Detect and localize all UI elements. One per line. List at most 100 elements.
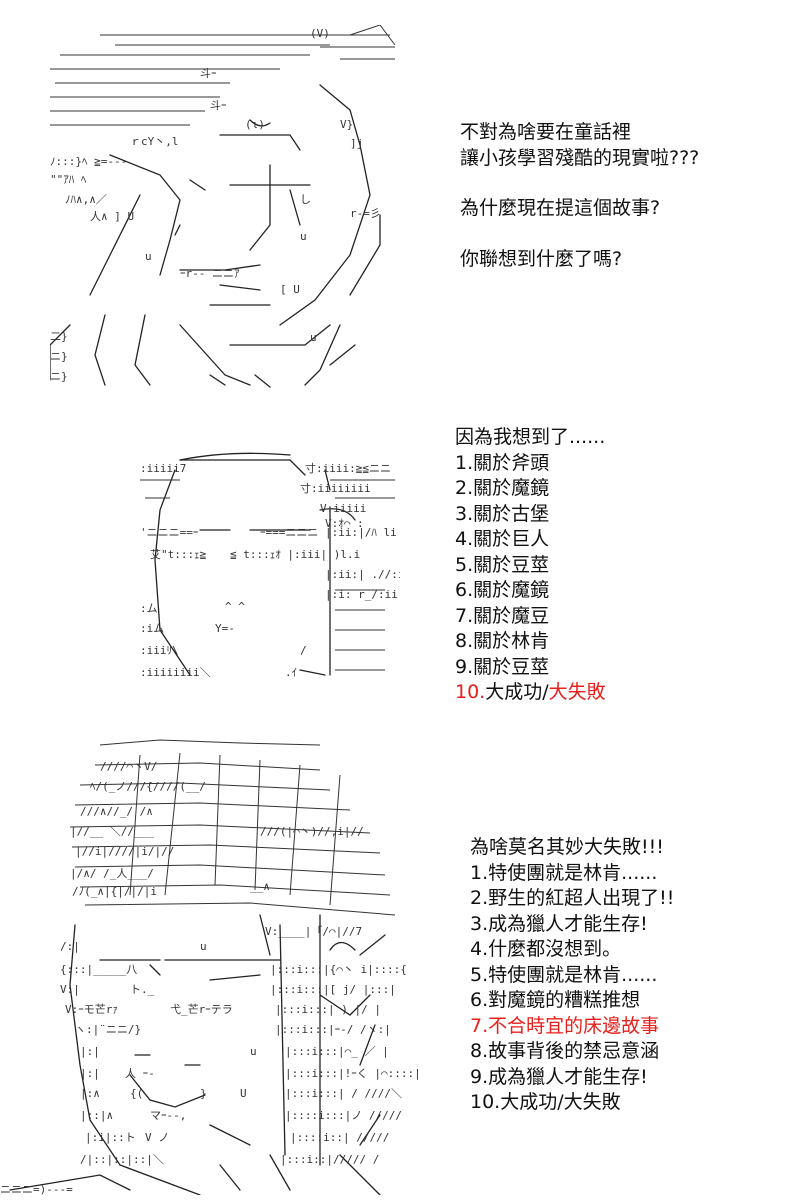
svg-text:ヽ:|¨ニニ/}: ヽ:|¨ニニ/}	[75, 1023, 141, 1036]
panel-2-item-10: 10.大成功/大失敗	[455, 680, 606, 706]
panel-2-item-4: 4.關於巨人	[455, 528, 550, 550]
panel-2: :iiiii7 寸:iiii:≧≦ニニ 寸:iiiiiiii V:iiiii V…	[0, 400, 800, 720]
svg-text:ト._: ト._	[130, 983, 155, 996]
svg-text:r‐=彡: r‐=彡	[350, 207, 381, 220]
svg-text:u: u	[250, 1045, 257, 1058]
svg-text:二}: 二}	[50, 330, 68, 343]
svg-text:|::|∧: |::|∧	[80, 1109, 113, 1122]
panel-1-line-1: 不對為啥要在童話裡	[460, 121, 632, 143]
svg-text:////⌒丶V/: ////⌒丶V/	[100, 760, 157, 773]
svg-text:ニ}: ニ}	[50, 350, 68, 363]
svg-text:^ ^: ^ ^	[225, 600, 245, 613]
spacer	[460, 171, 699, 196]
svg-text:ニ}: ニ}	[50, 370, 68, 383]
svg-text:|:|: |:|	[80, 1067, 100, 1080]
panel-3-item-5: 5.特使團就是林肯......	[470, 963, 658, 986]
panel-2-item-1: 1.關於斧頭	[455, 451, 550, 474]
panel-1: (V) 斗ｰ 斗ｰ (ι) V} ]j ｒcY丶,l ﾉ:::}ﾍ ≧=--- …	[0, 0, 800, 400]
svg-text:V ノ: V ノ	[145, 1131, 169, 1144]
svg-text:}: }	[200, 1087, 207, 1100]
svg-text:|//i|////|i/|//: |//i|////|i/|//	[75, 845, 174, 858]
svg-text::iiiiiiii＼: :iiiiiiii＼	[140, 666, 211, 679]
svg-text:u: u	[200, 940, 207, 953]
svg-text:マｰ--,: マｰ--,	[150, 1109, 186, 1122]
svg-text:V:ｵ⌒ :: V:ｵ⌒ :	[325, 517, 364, 530]
panel-3-item-7: 7.不合時宜的床邊故事	[470, 1014, 660, 1037]
panel-3-item-10: 10.大成功/大失敗	[470, 1091, 621, 1113]
panel-3-text: 為啥莫名其妙大失敗!!! 1.特使團就是林肯...... 2.野生的紅超人出現了…	[470, 835, 674, 1116]
ascii-art-smiling-face: :iiiii7 寸:iiii:≧≦ニニ 寸:iiiiiiii V:iiiii V…	[140, 450, 400, 685]
svg-text:ﾉﾊ∧,∧／: ﾉﾊ∧,∧／	[65, 193, 107, 206]
svg-text:ニニニ=)---=: ニニニ=)---=	[0, 1183, 73, 1195]
panel-3-title: 為啥莫名其妙大失敗!!!	[470, 836, 664, 858]
panel-2-item-2: 2.關於魔鏡	[455, 477, 550, 499]
svg-text:ﾉ:::}ﾍ ≧=---: ﾉ:::}ﾍ ≧=---	[50, 155, 127, 168]
svg-text:弋_芒rｰテラ: 弋_芒rｰテラ	[170, 1003, 233, 1016]
panel-3-item-6: 6.對魔鏡的糟糕推想	[470, 989, 641, 1011]
svg-text:斗ｰ: 斗ｰ	[200, 67, 217, 80]
panel-2-item-10-number: 10.	[455, 681, 486, 703]
spacer	[460, 222, 699, 247]
svg-text:≦ t:::ｪｵ |:iii| )l.i: ≦ t:::ｪｵ |:iii| )l.i	[230, 548, 360, 561]
svg-text:|:i|::ト: |:i|::ト	[85, 1131, 136, 1144]
svg-text:///∧//_/ /∧: ///∧//_/ /∧	[80, 805, 153, 818]
panel-1-line-2: 讓小孩學習殘酷的現實啦???	[460, 146, 700, 169]
svg-text:艾"t:::ｪ≧: 艾"t:::ｪ≧	[150, 548, 207, 561]
panel-3-item-3: 3.成為獵人才能生存!	[470, 912, 648, 935]
svg-text:ｰ===ニニニ |:ii:|/ﾊ li: ｰ===ニニニ |:ii:|/ﾊ li	[260, 526, 397, 539]
svg-text:|:::i:::|⌒_ ／ |: |:::i:::|⌒_ ／ |	[285, 1045, 389, 1058]
svg-text:]j: ]j	[350, 137, 363, 150]
svg-text:|:::i::|///// /: |:::i::|///// /	[280, 1153, 379, 1166]
svg-text:人 ｰ-: 人 ｰ-	[125, 1067, 155, 1080]
panel-3-item-8: 8.故事背後的禁忌意涵	[470, 1040, 660, 1062]
svg-text:u: u	[145, 250, 152, 263]
svg-text:{(: {(	[130, 1087, 143, 1100]
svg-text:斗ｰ: 斗ｰ	[210, 99, 227, 112]
panel-2-item-5: 5.關於豆莖	[455, 553, 550, 576]
svg-text::ム: :ム	[140, 602, 158, 615]
svg-text:ｒcY丶,l: ｒcY丶,l	[130, 135, 179, 148]
panel-2-item-9: 9.關於豆莖	[455, 655, 550, 678]
svg-text:.ｲ: .ｲ	[285, 666, 297, 679]
svg-text:|:ii:| .//:i: |:ii:| .//:i	[325, 568, 400, 581]
svg-text:ｰr-- ニニｱ: ｰr-- ニニｱ	[180, 267, 240, 280]
svg-text:し: し	[300, 193, 311, 206]
svg-text:[ U: [ U	[280, 283, 300, 296]
panel-3-item-2: 2.野生的紅超人出現了!!	[470, 887, 675, 909]
svg-text:///(|⌒丶)//,i|//: ///(|⌒丶)//,i|//	[260, 825, 364, 838]
panel-3-item-9: 9.成為獵人才能生存!	[470, 1065, 648, 1088]
panel-2-item-7: 7.關於魔豆	[455, 604, 550, 627]
svg-text:|:i: r_/:ii: |:i: r_/:ii	[325, 588, 398, 601]
panel-2-item-8: 8.關於林肯	[455, 630, 550, 652]
ascii-art-crying-man: ////⌒丶V/ ﾍ/(_ノ///{////(__/ ///∧//_/ /∧ |…	[0, 735, 420, 1195]
svg-text:V}: V}	[340, 118, 353, 131]
svg-text:""ｱﾊ ﾍ: ""ｱﾊ ﾍ	[50, 173, 87, 186]
panel-3: ////⌒丶V/ ﾍ/(_ノ///{////(__/ ///∧//_/ /∧ |…	[0, 720, 800, 1200]
svg-text:|//__ ＼//___: |//__ ＼//___	[70, 825, 154, 838]
svg-text:V:ｰモ芒rｧ: V:ｰモ芒rｧ	[65, 1003, 118, 1016]
svg-text:|:::i:::| / ////＼: |:::i:::| / ////＼	[285, 1087, 402, 1100]
svg-text:V:iiiii: V:iiiii	[320, 502, 366, 515]
panel-2-item-3: 3.關於古堡	[455, 502, 550, 525]
panel-3-item-4: 4.什麼都沒想到。	[470, 938, 622, 960]
panel-1-text: 不對為啥要在童話裡 讓小孩學習殘酷的現實啦??? 為什麼現在提這個故事? 你聯想…	[460, 120, 699, 272]
panel-1-line-3: 為什麼現在提這個故事?	[460, 197, 661, 219]
svg-text:V:|: V:|	[60, 983, 80, 996]
svg-text:__∧: __∧	[250, 880, 270, 893]
ascii-art-man-with-hat: (V) 斗ｰ 斗ｰ (ι) V} ]j ｒcY丶,l ﾉ:::}ﾍ ≧=--- …	[50, 25, 410, 395]
svg-text:寸:iiii:≧≦ニニ: 寸:iiii:≧≦ニニ	[305, 461, 391, 475]
panel-2-item-10-middle: 大成功/	[485, 681, 549, 703]
svg-text:U: U	[240, 1087, 247, 1100]
svg-text:Y=-: Y=-	[215, 622, 235, 635]
svg-text:|:::i:::|[ j/ |:::|: |:::i:::|[ j/ |:::|	[270, 983, 396, 996]
panel-2-intro: 因為我想到了......	[455, 426, 606, 448]
svg-text::iiiﾘ\: :iiiﾘ\	[140, 644, 179, 657]
svg-text:/|::|::|::|＼: /|::|::|::|＼	[80, 1153, 164, 1166]
svg-text:|:::i:::| ) |/ |: |:::i:::| ) |/ |	[275, 1003, 381, 1016]
panel-1-line-4: 你聯想到什麼了嗎?	[460, 247, 623, 270]
svg-text:|:::i:::|!ｰく |⌒::::|: |:::i:::|!ｰく |⌒::::|	[285, 1067, 420, 1080]
panel-2-item-10-prefix: 10.大成功/	[455, 681, 549, 703]
panel-2-text: 因為我想到了...... 1.關於斧頭 2.關於魔鏡 3.關於古堡 4.關於巨人…	[455, 425, 606, 706]
svg-text:|/∧/ /_人___/: |/∧/ /_人___/	[70, 867, 154, 880]
panel-3-item-1: 1.特使團就是林肯......	[470, 861, 658, 884]
